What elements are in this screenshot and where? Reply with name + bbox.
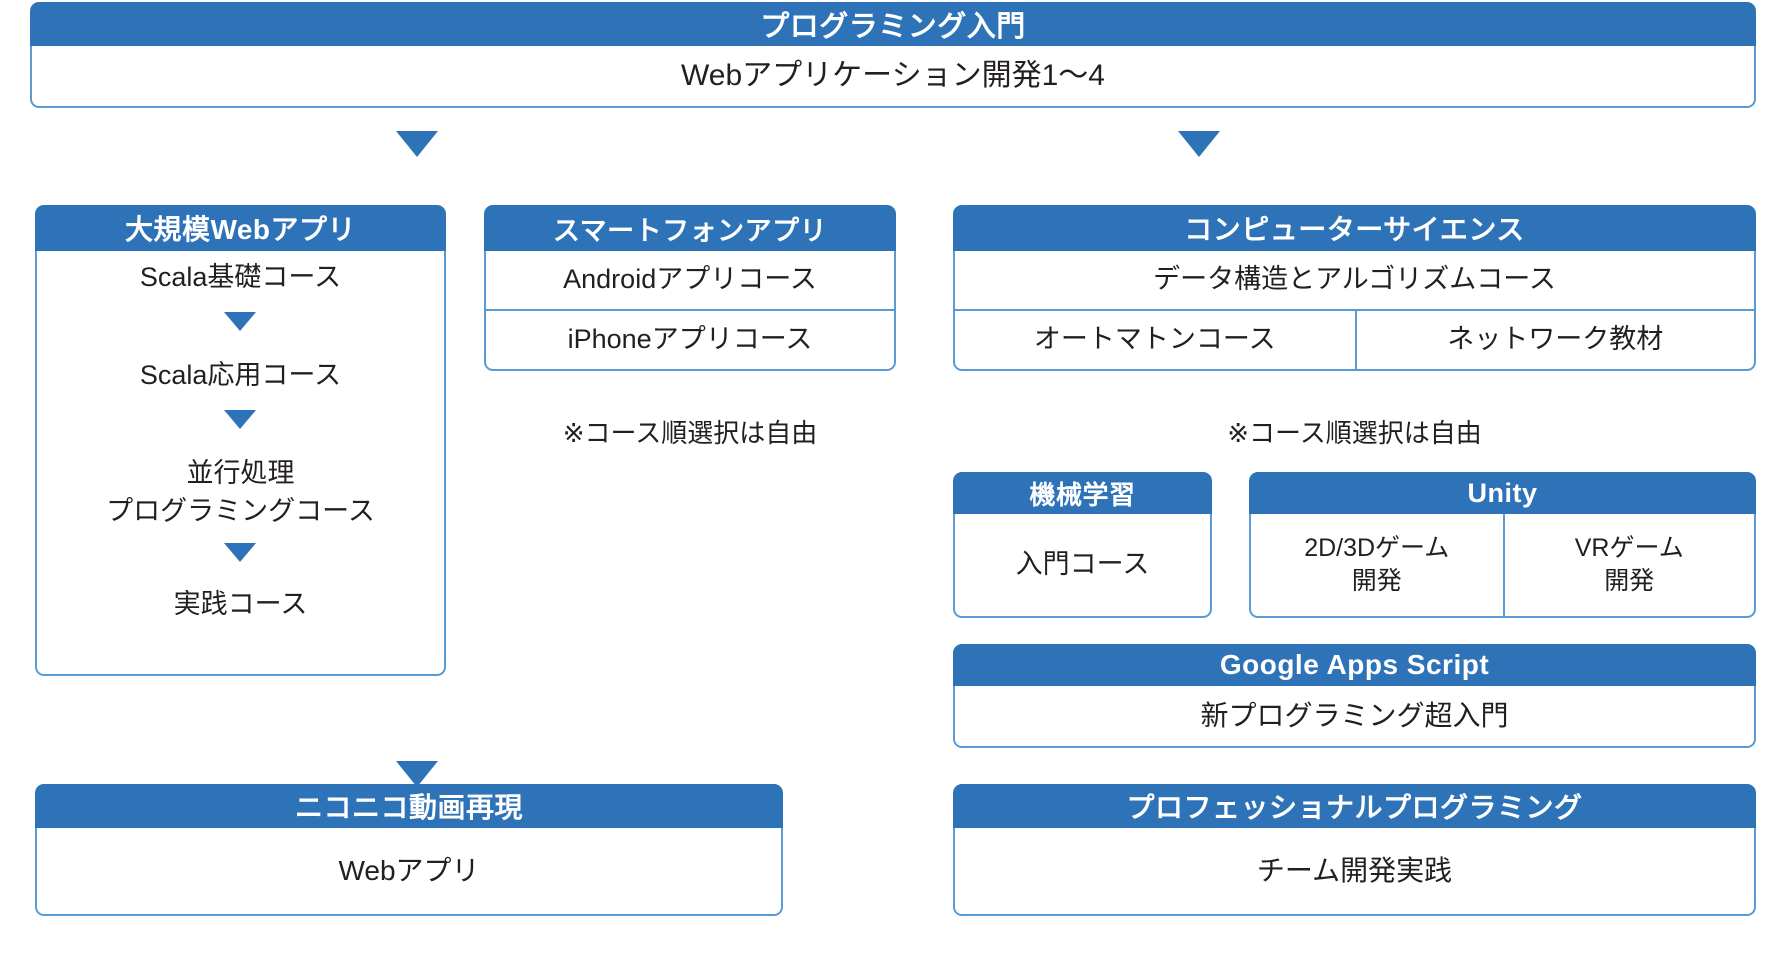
note-smartphone-free-order: ※コース順選択は自由 xyxy=(562,418,818,448)
step-scala-advanced[interactable]: Scala応用コース xyxy=(139,360,342,390)
card-title-large-web-app: 大規模Webアプリ xyxy=(35,205,446,251)
row-cs-split: オートマトンコース ネットワーク教材 xyxy=(955,309,1754,369)
down-arrow-icon-to-computer-science xyxy=(1178,131,1220,157)
cell-vr-game-dev[interactable]: VRゲーム 開発 xyxy=(1502,514,1755,616)
card-title-machine-learning: 機械学習 xyxy=(953,472,1212,514)
card-body-unity: 2D/3Dゲーム 開発 VRゲーム 開発 xyxy=(1249,514,1756,618)
card-niconico-recreation[interactable]: ニコニコ動画再現 Webアプリ xyxy=(35,784,783,916)
card-title-google-apps-script: Google Apps Script xyxy=(953,644,1756,686)
row-data-structures-algorithms[interactable]: データ構造とアルゴリズムコース xyxy=(1153,264,1556,295)
card-title-unity: Unity xyxy=(1249,472,1756,514)
row-ml-intro-course[interactable]: 入門コース xyxy=(1015,549,1150,580)
card-body-smartphone-app: Androidアプリコース iPhoneアプリコース xyxy=(484,251,896,371)
row-unity-split: 2D/3Dゲーム 開発 VRゲーム 開発 xyxy=(1251,514,1754,616)
card-google-apps-script[interactable]: Google Apps Script 新プログラミング超入門 xyxy=(953,644,1756,748)
card-body-google-apps-script: 新プログラミング超入門 xyxy=(953,686,1756,748)
card-smartphone-app[interactable]: スマートフォンアプリ Androidアプリコース iPhoneアプリコース xyxy=(484,205,896,371)
down-arrow-icon-step-1-to-2 xyxy=(224,312,256,331)
cell-network-material[interactable]: ネットワーク教材 xyxy=(1354,311,1755,369)
row-niconico-webapp[interactable]: Webアプリ xyxy=(338,854,480,886)
card-computer-science[interactable]: コンピューターサイエンス データ構造とアルゴリズムコース オートマトンコース ネ… xyxy=(953,205,1756,371)
card-professional-programming[interactable]: プロフェッショナルプログラミング チーム開発実践 xyxy=(953,784,1756,916)
step-practical[interactable]: 実践コース xyxy=(173,589,308,619)
card-title-smartphone-app: スマートフォンアプリ xyxy=(484,205,896,251)
down-arrow-icon-to-large-web-app xyxy=(396,131,438,157)
card-title-computer-science: コンピューターサイエンス xyxy=(953,205,1756,251)
down-arrow-icon-to-niconico xyxy=(396,761,438,787)
card-programming-intro[interactable]: プログラミング入門 Webアプリケーション開発1〜4 xyxy=(30,2,1756,108)
row-android-course[interactable]: Androidアプリコース xyxy=(563,264,817,295)
step-parallel-programming[interactable]: 並行処理 プログラミングコース xyxy=(106,458,375,527)
row-iphone-course[interactable]: iPhoneアプリコース xyxy=(486,309,894,369)
card-title-programming-intro: プログラミング入門 xyxy=(30,2,1756,46)
cell-2d-3d-game-dev[interactable]: 2D/3Dゲーム 開発 xyxy=(1304,534,1450,595)
card-body-machine-learning: 入門コース xyxy=(953,514,1212,618)
card-machine-learning[interactable]: 機械学習 入門コース xyxy=(953,472,1212,618)
step-scala-basic[interactable]: Scala基礎コース xyxy=(139,262,342,292)
down-arrow-icon-step-2-to-3 xyxy=(224,410,256,429)
note-cs-free-order: ※コース順選択は自由 xyxy=(1227,418,1482,448)
row-web-app-development[interactable]: Webアプリケーション開発1〜4 xyxy=(681,59,1105,93)
row-new-programming-intro[interactable]: 新プログラミング超入門 xyxy=(1200,699,1509,731)
cell-automaton-course[interactable]: オートマトンコース xyxy=(1033,324,1276,355)
card-title-professional-programming: プロフェッショナルプログラミング xyxy=(953,784,1756,828)
card-body-programming-intro: Webアプリケーション開発1〜4 xyxy=(30,46,1756,108)
card-body-computer-science: データ構造とアルゴリズムコース オートマトンコース ネットワーク教材 xyxy=(953,251,1756,371)
card-title-niconico-recreation: ニコニコ動画再現 xyxy=(35,784,783,828)
down-arrow-icon-step-3-to-4 xyxy=(224,543,256,562)
card-unity[interactable]: Unity 2D/3Dゲーム 開発 VRゲーム 開発 xyxy=(1249,472,1756,618)
card-body-professional-programming: チーム開発実践 xyxy=(953,828,1756,916)
row-team-development[interactable]: チーム開発実践 xyxy=(1256,854,1453,886)
card-body-niconico-recreation: Webアプリ xyxy=(35,828,783,916)
